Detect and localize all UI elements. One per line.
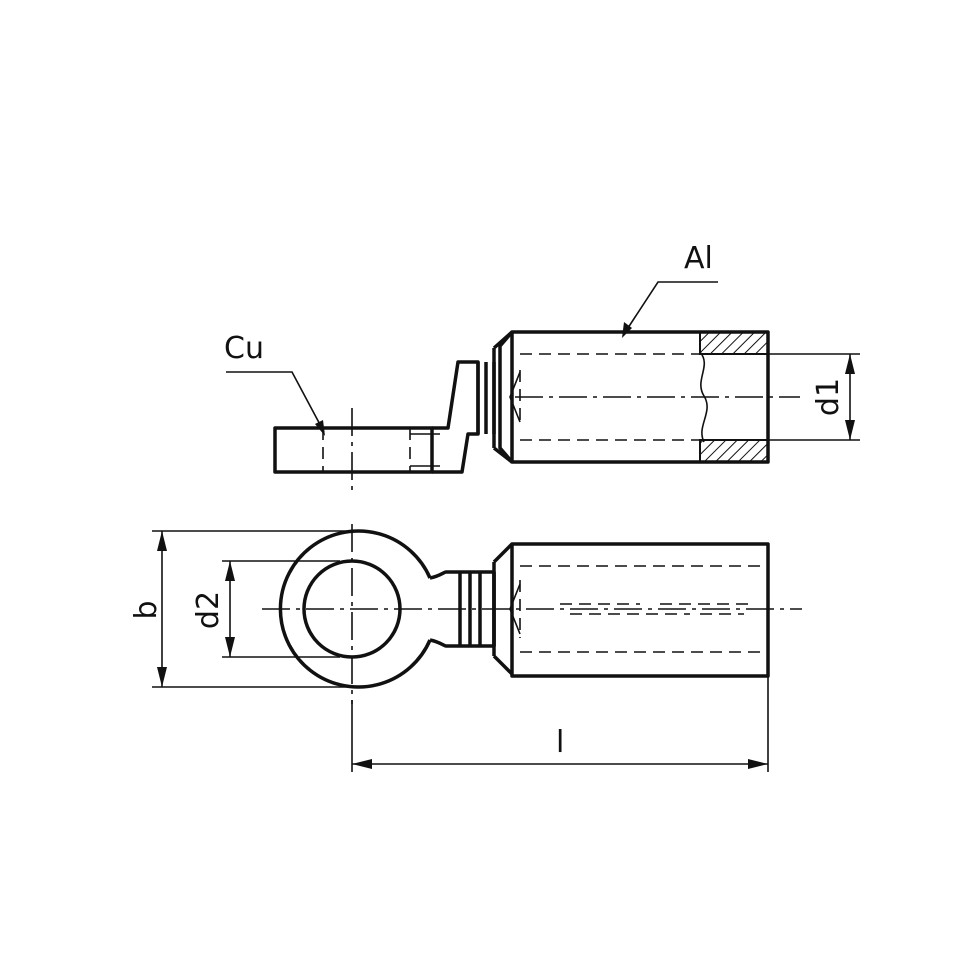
- al-leader: [623, 281, 718, 335]
- l-label: l: [556, 725, 564, 760]
- al-label: Al: [684, 241, 713, 276]
- cu-tongue: [273, 426, 434, 474]
- d2-arrow-bottom: [225, 637, 235, 657]
- al-leader-arrow: [622, 322, 632, 338]
- neck-grooves: [476, 362, 496, 434]
- cu-neck: [432, 360, 480, 474]
- cu-leader: [226, 371, 325, 433]
- d1-arrow-bottom: [845, 420, 855, 440]
- d1-arrow-top: [845, 354, 855, 374]
- d2-label: d2: [191, 591, 226, 629]
- al-wall-section-bottom: [699, 439, 769, 463]
- plan-al-barrel: [510, 542, 770, 678]
- cu-leader-arrow: [315, 420, 325, 436]
- side-view: d1 Al Cu: [224, 241, 860, 492]
- d2-arrow-top: [225, 561, 235, 581]
- al-wall-section-top: [699, 331, 769, 355]
- break-line: [699, 351, 708, 443]
- plan-view: b d2 l: [129, 524, 802, 772]
- cu-tongue-inner: [410, 433, 440, 467]
- l-arrow-right: [748, 759, 768, 769]
- b-arrow-bottom: [157, 667, 167, 687]
- b-label: b: [129, 600, 164, 619]
- cu-label: Cu: [224, 331, 264, 366]
- al-bore-cone: [509, 371, 521, 423]
- d1-label: d1: [811, 378, 846, 416]
- b-arrow-top: [157, 531, 167, 551]
- l-arrow-left: [352, 759, 372, 769]
- al-barrel-chamfer: [498, 330, 514, 464]
